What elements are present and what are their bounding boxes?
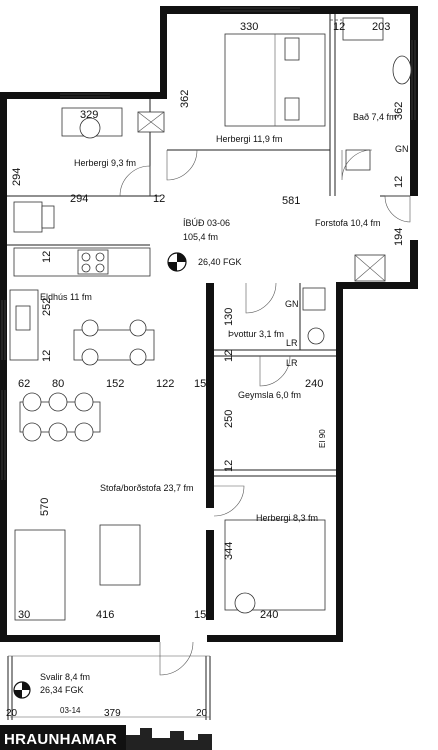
- wall-interior-storage: [206, 283, 214, 508]
- room-label-geymsla: Geymsla 6,0 fm: [238, 390, 301, 400]
- mark-gn-laundry: GN: [285, 299, 299, 309]
- room-label-herbergi-11-9: Herbergi 11,9 fm: [216, 134, 282, 144]
- dim-12-e: 12: [223, 350, 235, 362]
- dim-12-c: 12: [41, 251, 53, 263]
- marks: GN GN LR LR EI 90: [285, 144, 409, 448]
- room-label-bad: Bað 7,4 fm: [353, 112, 397, 122]
- dim-581: 581: [282, 195, 300, 207]
- small-code: 03-14: [60, 706, 81, 715]
- wall-step: [336, 282, 418, 289]
- dim-252: 252: [41, 298, 53, 316]
- room-label-forstofa: Forstofa 10,4 fm: [315, 218, 381, 228]
- wall-right-mid: [410, 240, 418, 288]
- dim-329: 329: [80, 109, 98, 121]
- room-label-eldhus: Eldhús 11 fm: [40, 292, 92, 302]
- dim-12-d: 12: [41, 350, 53, 362]
- dim-416: 416: [96, 609, 114, 621]
- dimensions: 330 12 203 362 362 329 294 294 12 581 12…: [6, 21, 405, 719]
- dim-12-b: 12: [393, 176, 405, 188]
- mark-lr-1: LR: [286, 338, 298, 348]
- unit-number: ÍBÚÐ 03-06: [183, 218, 230, 228]
- dim-250: 250: [223, 410, 235, 428]
- dim-362-right: 362: [393, 102, 405, 120]
- wall-bottom-left: [0, 635, 160, 642]
- room-label-thvottur: Þvottur 3,1 fm: [228, 329, 284, 339]
- dim-194: 194: [393, 228, 405, 246]
- dim-294-vertical: 294: [11, 168, 23, 186]
- dim-15-a: 15: [194, 378, 206, 390]
- wall-interior-bedroom3: [206, 530, 214, 620]
- dim-294-horizontal: 294: [70, 193, 88, 205]
- dim-240-b: 240: [260, 609, 278, 621]
- dim-62: 62: [18, 378, 30, 390]
- furniture: [9, 17, 412, 621]
- wall-right-lower: [336, 282, 343, 642]
- dim-362-left: 362: [179, 90, 191, 108]
- dim-570: 570: [39, 498, 51, 516]
- brand-background: [0, 725, 126, 750]
- room-label-herbergi-9-3: Herbergi 9,3 fm: [74, 158, 136, 168]
- unit-area: 105,4 fm: [183, 232, 218, 242]
- dim-20-b: 20: [196, 708, 208, 719]
- dim-152: 152: [106, 378, 124, 390]
- walls: [0, 6, 418, 642]
- balcony: [7, 655, 211, 720]
- balcony-fgk: 26,34 FGK: [40, 685, 84, 695]
- room-labels: Herbergi 11,9 fm Herbergi 9,3 fm Bað 7,4…: [40, 112, 397, 695]
- wall-left: [0, 92, 7, 642]
- wall-bottom-right: [207, 635, 343, 642]
- wall-top: [160, 6, 418, 14]
- mark-ei90: EI 90: [318, 429, 327, 448]
- dim-12-a: 12: [153, 193, 165, 205]
- balcony-area-symbol: [13, 681, 31, 699]
- bath-cabinet: [342, 17, 384, 41]
- wall-right-upper: [410, 6, 418, 196]
- toilet: [392, 55, 412, 85]
- dim-379: 379: [104, 708, 121, 719]
- area-symbol: [167, 252, 187, 272]
- dim-240-a: 240: [305, 378, 323, 390]
- dim-30: 30: [18, 609, 30, 621]
- wall-upper-left: [0, 92, 167, 99]
- brand-logo-text: HRAUNHAMAR: [4, 731, 117, 748]
- wall-protrusion-left: [160, 6, 167, 98]
- sofa: [14, 529, 66, 621]
- room-label-stofa: Stofa/borðstofa 23,7 fm: [100, 483, 194, 493]
- dim-15-b: 15: [194, 609, 206, 621]
- dim-20-a: 20: [6, 708, 18, 719]
- unit-fgk: 26,40 FGK: [198, 257, 242, 267]
- dim-130: 130: [223, 308, 235, 326]
- mark-gn-bath: GN: [395, 144, 409, 154]
- unit-info: ÍBÚÐ 03-06 105,4 fm 26,40 FGK 03-14: [60, 218, 242, 715]
- room-label-herbergi-8-3: Herbergi 8,3 fm: [256, 513, 318, 523]
- mark-lr-2: LR: [286, 358, 298, 368]
- skyline-silhouette: [126, 728, 212, 750]
- dim-344: 344: [223, 542, 235, 560]
- brand-bar: HRAUNHAMAR: [0, 725, 212, 750]
- room-label-svalir: Svalir 8,4 fm: [40, 672, 90, 682]
- dim-12-f: 12: [223, 460, 235, 472]
- dim-12-top: 12: [333, 21, 345, 33]
- dim-122: 122: [156, 378, 174, 390]
- doors: [119, 149, 411, 676]
- dim-203: 203: [372, 21, 390, 33]
- dim-330: 330: [240, 21, 258, 33]
- dim-80: 80: [52, 378, 64, 390]
